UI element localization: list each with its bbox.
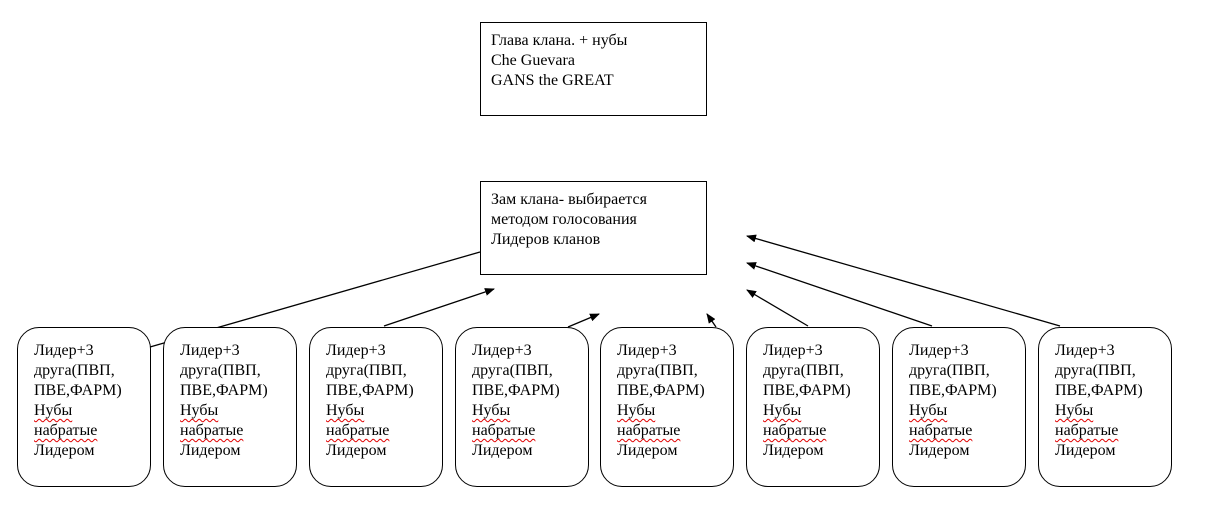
noobs-text: Нубы: [472, 402, 511, 419]
head-title-text: Глава клана. + нубы: [491, 32, 628, 49]
deputy-line-1: Зам клана- выбирается: [491, 191, 647, 208]
leader-line: Лидером: [1055, 442, 1116, 459]
leader-line: Нубы: [34, 401, 150, 421]
leader-line: ПВЕ,ФАРМ): [763, 382, 851, 399]
leader-line: набратые: [909, 421, 1025, 441]
leader-line: ПВЕ,ФАРМ): [180, 382, 268, 399]
leader-box-6: Лидер+3 друга(ПВП, ПВЕ,ФАРМ) Нубы набрат…: [746, 327, 880, 487]
leader-line: Нубы: [763, 401, 879, 421]
leader-line: ПВЕ,ФАРМ): [326, 382, 414, 399]
leader-line: Нубы: [326, 401, 442, 421]
noobs-text: Нубы: [180, 402, 219, 419]
leader-box-1: Лидер+3 друга(ПВП, ПВЕ,ФАРМ) Нубы набрат…: [17, 327, 151, 487]
leader-line: Нубы: [1055, 401, 1171, 421]
leader-line: набратые: [34, 421, 150, 441]
leader-box-2: Лидер+3 друга(ПВП, ПВЕ,ФАРМ) Нубы набрат…: [163, 327, 297, 487]
arrow-leader7: [746, 262, 933, 327]
leader-line: Лидер+3: [326, 342, 386, 359]
leader-box-7: Лидер+3 друга(ПВП, ПВЕ,ФАРМ) Нубы набрат…: [892, 327, 1026, 487]
leader-line: Лидером: [909, 442, 970, 459]
noobs-text: Нубы: [34, 402, 73, 419]
noobs-text: Нубы: [909, 402, 948, 419]
leader-line: Лидер+3: [180, 342, 240, 359]
arrow-leader3: [383, 288, 495, 327]
leader-line: друга(ПВП,: [472, 362, 553, 379]
recruited-text: набратые: [909, 422, 973, 439]
leader-line: Лидером: [617, 442, 678, 459]
deputy-line-2: методом голосования: [491, 211, 637, 228]
arrow-leader5: [706, 313, 717, 328]
leader-line: набратые: [617, 421, 733, 441]
head-line-3: GANS the GREAT: [491, 72, 614, 89]
recruited-text: набратые: [472, 422, 536, 439]
leader-line: Нубы: [909, 401, 1025, 421]
leader-line: ПВЕ,ФАРМ): [617, 382, 705, 399]
leader-box-4: Лидер+3 друга(ПВП, ПВЕ,ФАРМ) Нубы набрат…: [455, 327, 589, 487]
leader-line: Лидером: [326, 442, 387, 459]
noobs-text: Нубы: [326, 402, 365, 419]
leader-line: набратые: [472, 421, 588, 441]
noobs-text: Нубы: [763, 402, 802, 419]
leader-line: Лидером: [34, 442, 95, 459]
recruited-text: набратые: [180, 422, 244, 439]
leader-line: набратые: [763, 421, 879, 441]
leader-line: Лидер+3: [34, 342, 94, 359]
leader-line: ПВЕ,ФАРМ): [909, 382, 997, 399]
noobs-text: Нубы: [617, 402, 656, 419]
recruited-text: набратые: [1055, 422, 1119, 439]
leader-line: друга(ПВП,: [763, 362, 844, 379]
leader-line: Нубы: [180, 401, 296, 421]
leader-line: Нубы: [472, 401, 588, 421]
leader-box-5: Лидер+3 друга(ПВП, ПВЕ,ФАРМ) Нубы набрат…: [600, 327, 734, 487]
leader-line: Нубы: [617, 401, 733, 421]
arrow-leader6: [746, 289, 809, 327]
arrow-leader4: [567, 313, 600, 328]
noobs-text: Нубы: [1055, 402, 1094, 419]
leader-line: Лидером: [180, 442, 241, 459]
leader-line: ПВЕ,ФАРМ): [1055, 382, 1143, 399]
leader-line: набратые: [180, 421, 296, 441]
clan-head-box: Глава клана. + нубы Che Guevara GANS the…: [480, 22, 707, 116]
recruited-text: набратые: [326, 422, 390, 439]
leader-line: Лидером: [763, 442, 824, 459]
recruited-text: набратые: [617, 422, 681, 439]
leader-line: друга(ПВП,: [180, 362, 261, 379]
deputy-line-3: Лидеров кланов: [491, 231, 601, 248]
leader-line: ПВЕ,ФАРМ): [34, 382, 122, 399]
leader-line: друга(ПВП,: [34, 362, 115, 379]
recruited-text: набратые: [34, 422, 98, 439]
leader-line: набратые: [326, 421, 442, 441]
recruited-text: набратые: [763, 422, 827, 439]
arrow-leader8: [746, 234, 1061, 327]
leader-line: друга(ПВП,: [909, 362, 990, 379]
leader-line: друга(ПВП,: [1055, 362, 1136, 379]
leader-line: Лидер+3: [909, 342, 969, 359]
leader-line: Лидер+3: [1055, 342, 1115, 359]
leader-line: друга(ПВП,: [617, 362, 698, 379]
leader-line: Лидер+3: [617, 342, 677, 359]
leader-line: Лидером: [472, 442, 533, 459]
leader-line: ПВЕ,ФАРМ): [472, 382, 560, 399]
leader-line: Лидер+3: [472, 342, 532, 359]
deputy-box: Зам клана- выбирается методом голосовани…: [480, 181, 707, 275]
head-line-2: Che Guevara: [491, 52, 575, 69]
head-line-1: Глава клана. + нубы: [491, 31, 696, 51]
leader-line: Лидер+3: [763, 342, 823, 359]
leader-line: друга(ПВП,: [326, 362, 407, 379]
leader-box-8: Лидер+3 друга(ПВП, ПВЕ,ФАРМ) Нубы набрат…: [1038, 327, 1172, 487]
leader-box-3: Лидер+3 друга(ПВП, ПВЕ,ФАРМ) Нубы набрат…: [309, 327, 443, 487]
leader-line: набратые: [1055, 421, 1171, 441]
